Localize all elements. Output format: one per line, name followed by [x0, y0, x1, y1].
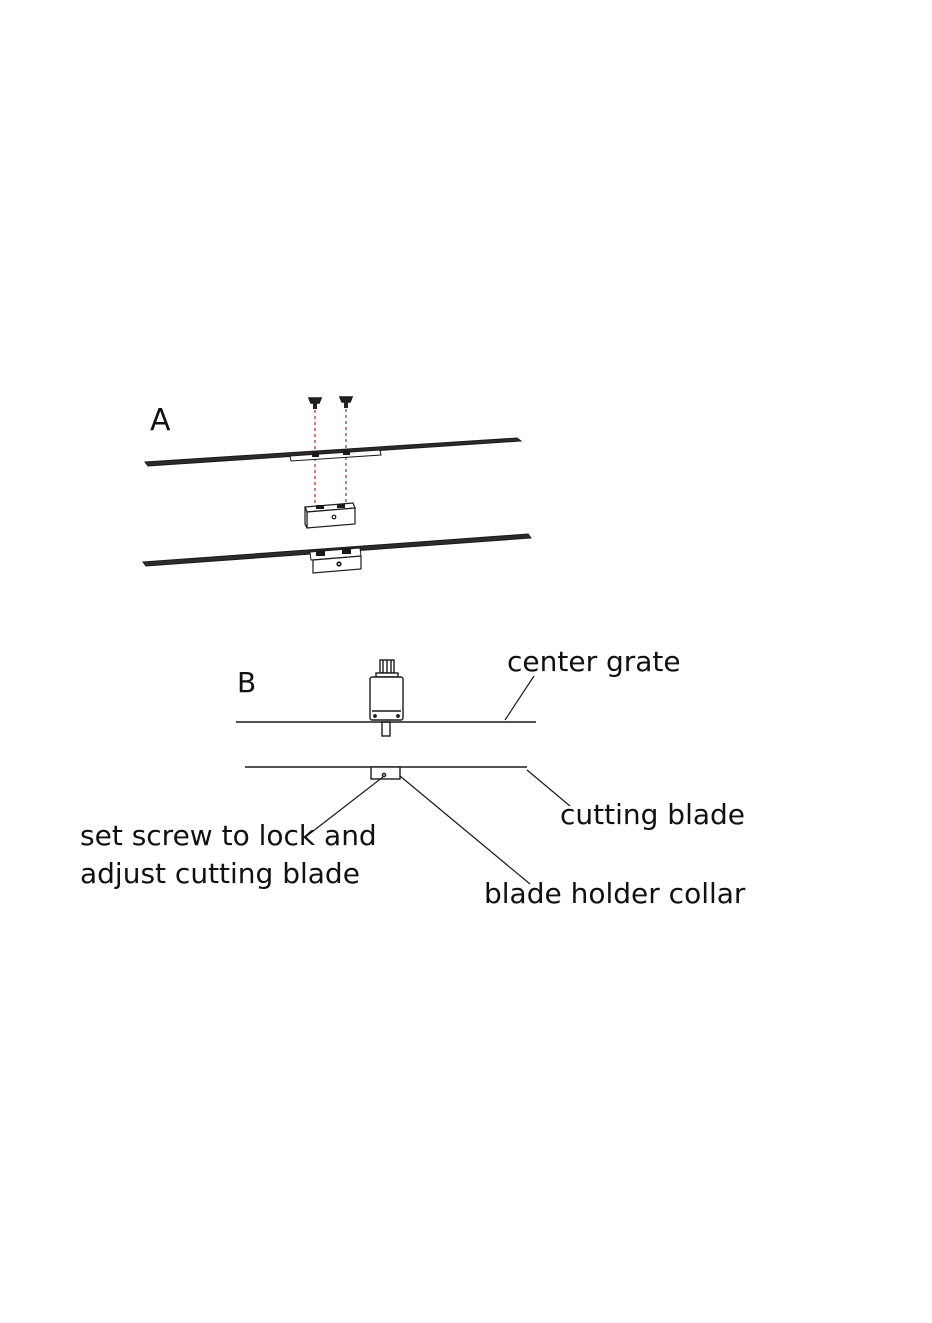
- leader-center-grate: [505, 676, 534, 720]
- panel-a-label: A: [150, 403, 171, 438]
- motor-icon: [370, 660, 403, 736]
- screw-left-icon: [309, 398, 321, 409]
- blade-assembled: [143, 534, 531, 573]
- set-screw-label-line-1: set screw to lock and: [80, 817, 377, 855]
- leader-collar: [400, 776, 530, 884]
- set-screw-label-line-2: adjust cutting blade: [80, 855, 377, 893]
- alignment-guides: [315, 409, 346, 512]
- blade-holder-collar-label: blade holder collar: [484, 875, 745, 913]
- blade-holder-collar: [371, 767, 400, 779]
- panel-a-drawing: [143, 397, 531, 573]
- blade-upper: [145, 438, 521, 466]
- panel-b-label: B: [237, 666, 256, 699]
- center-grate-label: center grate: [507, 643, 681, 681]
- set-screw-label: set screw to lock and adjust cutting bla…: [80, 817, 377, 893]
- collar-block: [305, 503, 355, 528]
- cutting-blade-label: cutting blade: [560, 796, 745, 834]
- screw-right-icon: [340, 397, 352, 408]
